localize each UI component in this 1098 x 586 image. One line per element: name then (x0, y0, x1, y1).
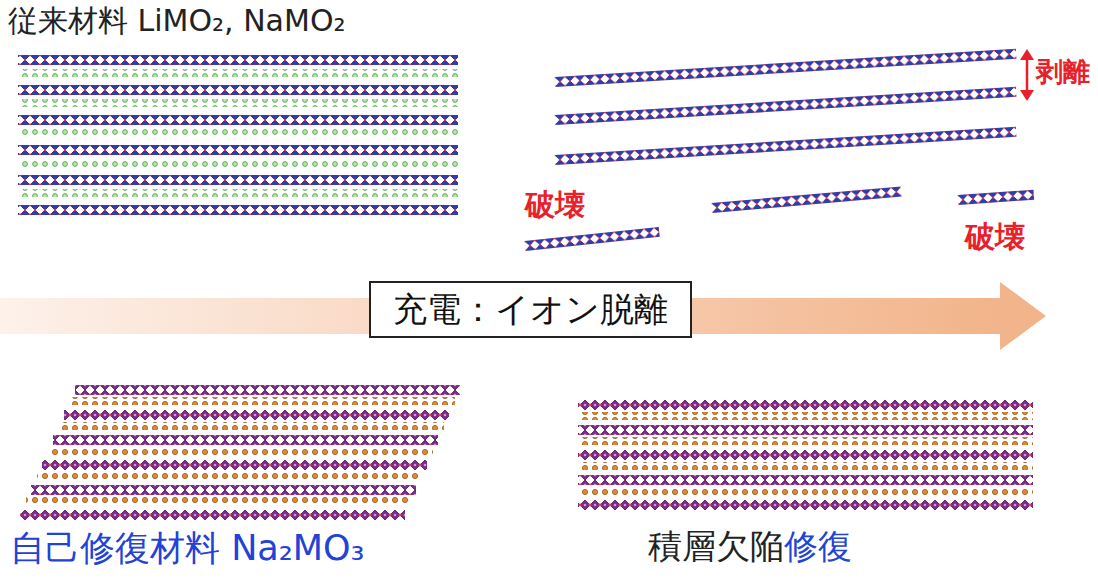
self-repair-crystal (20, 385, 460, 520)
layered-crystal (18, 55, 458, 215)
exfoliated-layers (524, 49, 1034, 251)
peel-label: 剥離 (1036, 56, 1090, 87)
material-heading: 自己修復材料 Na₂MO₃ (10, 528, 365, 568)
break-label: 破壊 (525, 188, 585, 223)
repaired-crystal (578, 400, 1033, 510)
process-box: 充電：イオン脱離 (369, 281, 692, 338)
material-heading: 従来材料 LiMO₂, NaMO₂ (8, 4, 346, 39)
process-arrow (0, 282, 1046, 350)
box-text: 充電：イオン脱離 (393, 289, 668, 330)
break-label: 破壊 (965, 220, 1025, 255)
repair-caption: 積層欠陥修復 (648, 527, 852, 566)
peel-arrow (1020, 49, 1034, 101)
